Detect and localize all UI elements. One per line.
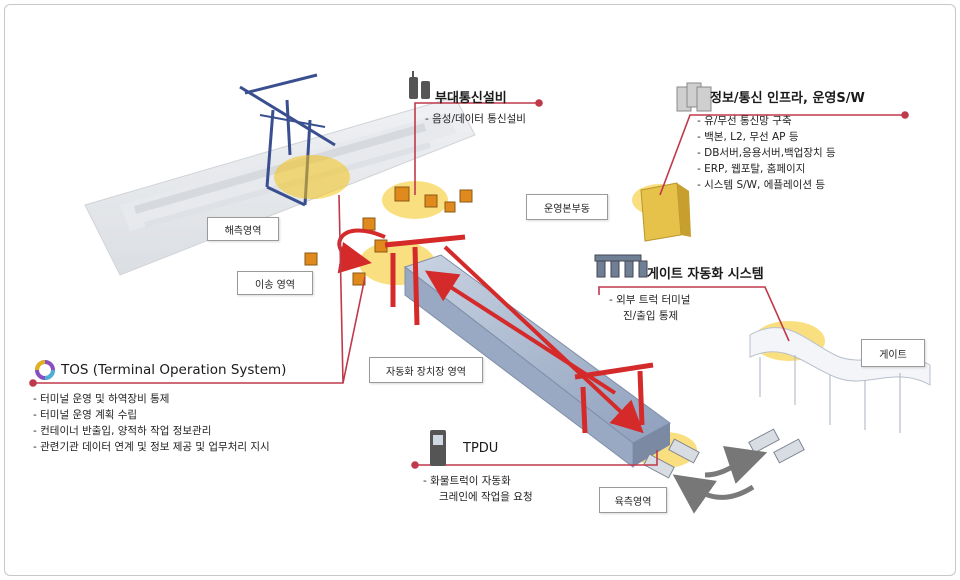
area-label-transfer: 이송 영역 — [237, 271, 313, 295]
list-item: - ERP, 웹포탈, 홈페이지 — [697, 163, 806, 175]
list-item: - 백본, L2, 무선 AP 등 — [697, 131, 799, 143]
list-item: - 유/무선 통신망 구축 — [697, 115, 792, 127]
diagram-frame: 부대통신설비 - 음성/데이터 통신설비 정보/통신 인프라, 운영S/W - … — [4, 4, 956, 576]
ops-building — [640, 182, 691, 242]
truck-route-arrows — [672, 445, 768, 514]
gate-system-title: 게이트 자동화 시스템 — [647, 267, 764, 282]
gate-kiosk-icon — [594, 254, 648, 278]
list-item: 진/출입 통제 — [623, 310, 679, 322]
list-item: - 외부 트럭 터미널 — [609, 294, 691, 306]
list-item: - 화물트럭이 자동화 — [423, 475, 511, 487]
area-label-gate: 게이트 — [861, 339, 925, 367]
list-item: - 음성/데이터 통신설비 — [425, 113, 526, 125]
list-item: - 컨테이너 반출입, 양적하 작업 정보관리 — [33, 425, 212, 437]
infra-list: - 유/무선 통신망 구축 - 백본, L2, 무선 AP 등 - DB서버,응… — [697, 113, 836, 193]
tos-logo-icon — [35, 360, 55, 380]
list-item: - 터미널 운영 및 하역장비 통제 — [33, 393, 170, 405]
radio-icon — [409, 71, 430, 99]
server-icon — [676, 82, 712, 112]
list-item: - 관련기관 데이터 연계 및 정보 제공 및 업무처리 지시 — [33, 441, 270, 453]
tos-title: TOS (Terminal Operation System) — [61, 362, 287, 378]
tpdu-icon — [430, 430, 446, 466]
comm-list: - 음성/데이터 통신설비 — [425, 111, 526, 127]
area-label-land: 육측영역 — [599, 487, 667, 513]
tos-list: - 터미널 운영 및 하역장비 통제 - 터미널 운영 계획 수립 - 컨테이너… — [33, 391, 270, 455]
list-item: - DB서버,응용서버,백업장치 등 — [697, 147, 836, 159]
quay-crane — [239, 73, 336, 207]
list-item: - 시스템 S/W, 에플레이션 등 — [697, 179, 826, 191]
gate-system-list: - 외부 트럭 터미널 진/출입 통제 — [609, 292, 690, 324]
terminal-illustration — [29, 71, 931, 514]
area-label-sea: 해측영역 — [207, 217, 279, 241]
connector-lines — [29, 99, 909, 469]
tpdu-title: TPDU — [463, 441, 499, 456]
infra-title: 정보/통신 인프라, 운영S/W — [710, 91, 865, 106]
list-item: - 터미널 운영 계획 수립 — [33, 409, 138, 421]
tpdu-list: - 화물트럭이 자동화 크레인에 작업을 요청 — [423, 473, 533, 505]
comm-title: 부대통신설비 — [435, 91, 507, 106]
area-label-yard: 자동화 장치장 영역 — [369, 357, 483, 383]
list-item: 크레인에 작업을 요청 — [439, 491, 533, 503]
gate-structure — [749, 327, 931, 433]
area-label-ops: 운영본부동 — [526, 194, 608, 220]
